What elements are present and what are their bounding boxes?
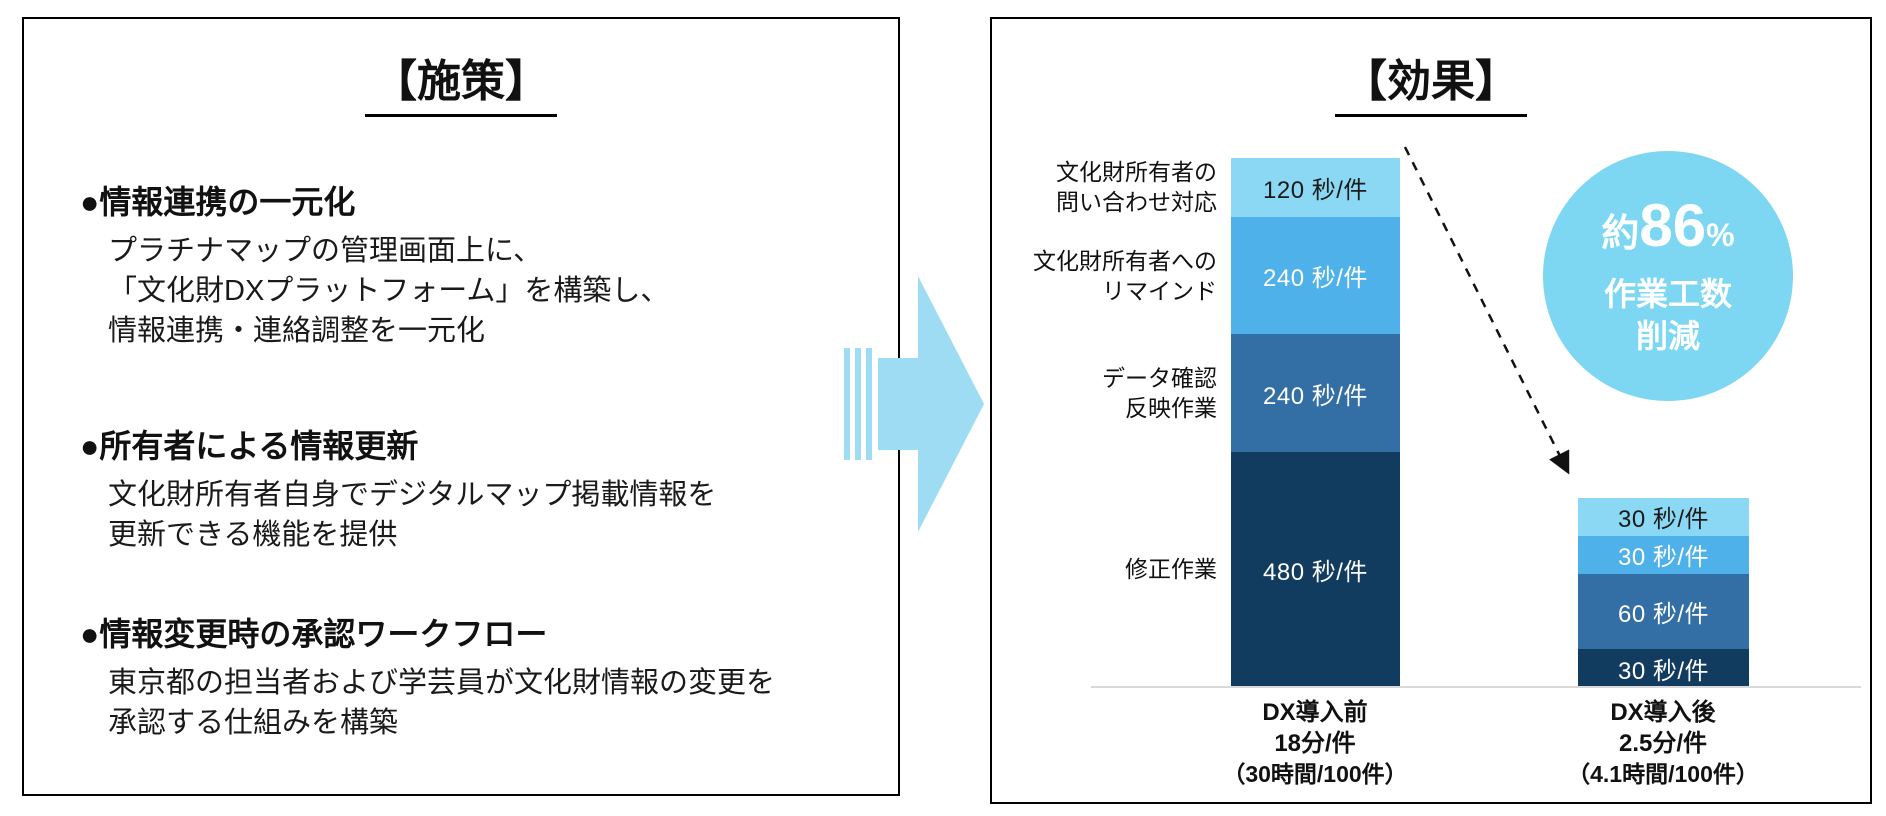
badge-percent-sign: % [1706, 217, 1735, 253]
body-line: プラチナマップの管理画面上に、 [108, 235, 543, 267]
bar-segment-pre-inquiry: 120 秒/件 [1231, 158, 1400, 217]
section-owner-update: ●所有者による情報更新 文化財所有者自身でデジタルマップ掲載情報を 更新できる機… [80, 425, 842, 555]
body-line: 文化財所有者自身でデジタルマップ掲載情報を [108, 479, 717, 511]
measures-title-text: 【施策】 [365, 45, 557, 117]
bar-row-labels: 文化財所有者の 問い合わせ対応 文化財所有者への リマインド データ確認 反映作… [1002, 158, 1217, 687]
stacked-bar-post-dx: 30 秒/件 30 秒/件 60 秒/件 30 秒/件 [1578, 498, 1749, 687]
body-line: 情報連携・連絡調整を一元化 [108, 315, 486, 347]
x-category: DX導入前 [1262, 699, 1368, 726]
body-line: 更新できる機能を提供 [108, 519, 398, 551]
x-total: 18分/件 [1274, 730, 1356, 757]
reduction-badge: 約86% 作業工数 削減 [1543, 151, 1793, 401]
flow-arrow-icon [844, 276, 984, 532]
row-label-data-check: データ確認 反映作業 [1002, 334, 1217, 452]
segment-value-label: 120 秒/件 [1263, 176, 1368, 204]
row-label-fix: 修正作業 [1002, 452, 1217, 687]
badge-label: 作業工数 [1603, 276, 1732, 312]
x-total: 2.5分/件 [1618, 730, 1708, 757]
body-line: 承認する仕組みを構築 [108, 707, 399, 739]
section-heading: ●情報変更時の承認ワークフロー [80, 616, 548, 652]
segment-value-label: 60 秒/件 [1617, 600, 1710, 628]
bar-segment-post-remind: 30 秒/件 [1578, 535, 1749, 574]
stacked-bar-pre-dx: 120 秒/件 240 秒/件 240 秒/件 480 秒/件 [1231, 158, 1400, 688]
badge-prefix: 約 [1601, 213, 1640, 255]
section-approval-workflow: ●情報変更時の承認ワークフロー 東京都の担当者および学芸員が文化財情報の変更を … [80, 613, 842, 743]
segment-value-label: 30 秒/件 [1617, 506, 1710, 534]
segment-value-label: 240 秒/件 [1263, 382, 1368, 410]
bar-segment-pre-fix: 480 秒/件 [1231, 451, 1400, 688]
effect-panel: 【効果】 文化財所有者の 問い合わせ対応 文化財所有者への リマインド データ確… [990, 17, 1872, 804]
section-heading: ●情報連携の一元化 [80, 184, 356, 220]
measures-title: 【施策】 [80, 45, 842, 117]
badge-label: 削減 [1635, 318, 1700, 354]
body-line: 東京都の担当者および学芸員が文化財情報の変更を [108, 667, 776, 699]
badge-value: 86 [1639, 192, 1707, 259]
segment-value-label: 240 秒/件 [1263, 265, 1368, 293]
x-label-post-dx: DX導入後 2.5分/件 （4.1時間/100件） [1523, 697, 1803, 790]
x-label-pre-dx: DX導入前 18分/件 （30時間/100件） [1175, 697, 1455, 790]
row-label-line: 文化財所有者への [1033, 247, 1217, 274]
row-label-remind: 文化財所有者への リマインド [1002, 217, 1217, 335]
segment-value-label: 480 秒/件 [1263, 558, 1368, 586]
row-label-line: データ確認 [1102, 365, 1217, 392]
effect-title-text: 【効果】 [1335, 45, 1527, 117]
effect-title: 【効果】 [992, 45, 1870, 117]
bar-segment-post-data-check: 60 秒/件 [1578, 573, 1749, 650]
row-label-line: 問い合わせ対応 [1056, 189, 1217, 216]
badge-percentage: 約86% [1601, 195, 1734, 273]
x-subtotal: （4.1時間/100件） [1567, 761, 1759, 787]
x-category: DX導入後 [1610, 699, 1716, 726]
row-label-line: 修正作業 [1125, 556, 1217, 583]
row-label-line: 反映作業 [1125, 395, 1217, 422]
bar-segment-pre-data-check: 240 秒/件 [1231, 334, 1400, 452]
bar-segment-post-inquiry: 30 秒/件 [1578, 498, 1749, 536]
row-label-line: 文化財所有者の [1056, 159, 1217, 186]
segment-value-label: 30 秒/件 [1617, 544, 1710, 572]
section-info-integration: ●情報連携の一元化 プラチナマップの管理画面上に、 「文化財DXプラットフォーム… [80, 181, 842, 351]
segment-value-label: 30 秒/件 [1617, 657, 1710, 685]
x-subtotal: （30時間/100件） [1222, 761, 1408, 787]
body-line: 「文化財DXプラットフォーム」を構築し、 [108, 275, 670, 307]
measures-panel: 【施策】 ●情報連携の一元化 プラチナマップの管理画面上に、 「文化財DXプラッ… [22, 17, 900, 796]
row-label-line: リマインド [1102, 277, 1217, 304]
bar-segment-post-fix: 30 秒/件 [1578, 649, 1749, 687]
bar-segment-pre-remind: 240 秒/件 [1231, 216, 1400, 335]
row-label-inquiry: 文化財所有者の 問い合わせ対応 [1002, 158, 1217, 217]
baseline [1091, 686, 1861, 688]
section-heading: ●所有者による情報更新 [80, 428, 419, 464]
